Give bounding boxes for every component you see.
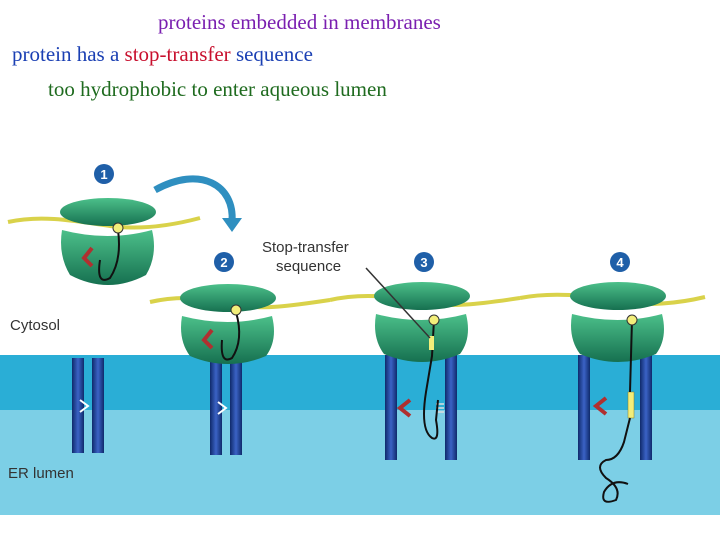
step-3-number: 3 bbox=[420, 255, 427, 270]
step-2-badge bbox=[214, 252, 234, 272]
title-line-1: proteins embedded in membranes bbox=[158, 10, 441, 34]
ribosome-large-1 bbox=[61, 230, 154, 285]
step-1-number: 1 bbox=[100, 167, 107, 182]
step-3-badge bbox=[414, 252, 434, 272]
step-4-number: 4 bbox=[616, 255, 624, 270]
title-line-3: too hydrophobic to enter aqueous lumen bbox=[48, 77, 387, 101]
curved-arrow bbox=[153, 175, 236, 223]
title-line-2-post: sequence bbox=[230, 42, 313, 66]
signal-sequence-3 bbox=[396, 398, 412, 418]
curved-arrow-head bbox=[222, 218, 242, 232]
polypeptide-2 bbox=[220, 311, 241, 361]
ribosome-small-1 bbox=[60, 198, 156, 226]
signal-sequence-1 bbox=[81, 246, 94, 268]
translocon-cleft-2 bbox=[217, 401, 228, 415]
cytosol-label: Cytosol bbox=[10, 317, 60, 334]
step-4-badge bbox=[610, 252, 630, 272]
signal-sequence-2 bbox=[201, 328, 214, 350]
translocon-left-1 bbox=[72, 358, 84, 453]
er-membrane bbox=[0, 355, 720, 410]
translocon-right-2 bbox=[230, 355, 242, 455]
title-line-2-pre: protein has a bbox=[12, 42, 125, 66]
peptidyl-site-2 bbox=[230, 304, 242, 316]
polypeptide-4 bbox=[599, 319, 633, 503]
peptidyl-site-4 bbox=[626, 314, 638, 326]
translocon-right-4 bbox=[640, 355, 652, 460]
translocon-right-3 bbox=[445, 355, 457, 460]
ribosome-small-3 bbox=[374, 282, 470, 310]
ribosome-small-4 bbox=[570, 282, 666, 310]
stop-transfer-label-line-1: Stop-transfer bbox=[262, 239, 349, 256]
translocon-right-1 bbox=[92, 358, 104, 453]
signal-sequence-4 bbox=[592, 396, 608, 416]
ribosome-large-3 bbox=[375, 314, 468, 362]
ribosome-small-2 bbox=[180, 284, 276, 312]
stop-transfer-label-line-2: sequence bbox=[276, 258, 341, 275]
translocon-left-3 bbox=[385, 355, 397, 460]
step-2-number: 2 bbox=[220, 255, 227, 270]
step-1-badge bbox=[94, 164, 114, 184]
polypeptide-3 bbox=[423, 319, 439, 440]
ribosome-large-4 bbox=[571, 314, 664, 362]
peptidyl-site-1 bbox=[112, 222, 124, 234]
mrna-1 bbox=[7, 216, 201, 230]
stop-transfer-term: stop-transfer bbox=[124, 42, 231, 66]
translocon-cleft-1 bbox=[79, 399, 90, 413]
er-lumen-region bbox=[0, 410, 720, 515]
translocon-left-2 bbox=[210, 355, 222, 455]
title-line-2: protein has a stop-transfer sequence bbox=[12, 42, 313, 67]
stop-transfer-segment-3 bbox=[429, 336, 434, 350]
translocon-left-4 bbox=[578, 355, 590, 460]
polypeptide-1 bbox=[98, 229, 120, 281]
er-lumen-label: ER lumen bbox=[8, 465, 74, 482]
stop-transfer-pointer bbox=[365, 267, 431, 339]
stop-transfer-segment-4 bbox=[627, 391, 635, 419]
ribosome-large-2 bbox=[181, 316, 274, 364]
membrane-insertion-diagram: 1 2 3 Stop-transfer sequence 4 Cytosol E… bbox=[0, 160, 720, 515]
peptidyl-site-3 bbox=[428, 314, 440, 326]
